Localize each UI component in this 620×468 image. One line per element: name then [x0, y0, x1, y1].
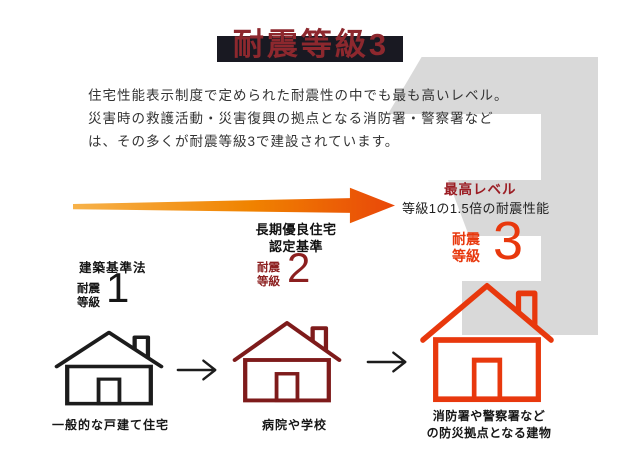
grade3-word-label: 耐震 等級 [452, 231, 480, 265]
intro-line-2: 災害時の救護活動・災害復興の拠点となる消防署・警察署など [88, 111, 494, 126]
house-icon-grade2 [230, 317, 344, 403]
grade3-caption-line2: の防災拠点となる建物 [426, 426, 552, 440]
right-arrow-icon-2 [366, 348, 408, 376]
grade2-word-top: 耐震 [257, 262, 280, 274]
grade1-word-top: 耐震 [77, 283, 100, 295]
grade3-word-top: 耐震 [452, 231, 480, 247]
house-icon-grade3 [417, 277, 557, 403]
background-numeral-3-middle-bar [448, 180, 598, 236]
right-arrow-icon-1 [176, 356, 218, 384]
grade3-caption: 消防署や警察署など の防災拠点となる建物 [404, 408, 574, 442]
title-band [217, 36, 403, 62]
performance-description: 等級1の1.5倍の耐震性能 [402, 201, 550, 216]
grade2-standard-line1: 長期優良住宅 [255, 222, 337, 237]
grade1-word-bottom: 等級 [77, 297, 100, 309]
grade3-caption-line1: 消防署や警察署など [432, 409, 546, 423]
grade1-number: 1 [106, 264, 130, 311]
intro-paragraph: 住宅性能表示制度で定められた耐震性の中でも最も高いレベル。 災害時の救護活動・災… [88, 84, 509, 153]
grade3-number: 3 [493, 211, 524, 271]
grade2-caption: 病院や学校 [261, 418, 327, 432]
page-title: 耐震等級3 [232, 27, 390, 62]
grade1-caption: 一般的な戸建て住宅 [51, 418, 169, 432]
grade1-standard-label: 建築基準法 [79, 261, 147, 275]
grade2-number: 2 [287, 244, 311, 291]
intro-line-1: 住宅性能表示制度で定められた耐震性の中でも最も高いレベル。 [88, 88, 509, 103]
grade2-word-bottom: 等級 [257, 276, 280, 288]
house-icon-grade1 [52, 327, 166, 406]
grade2-standard-line2: 認定基準 [268, 239, 323, 254]
grade2-word-label: 耐震 等級 [257, 261, 280, 289]
intro-line-3: は、その多くが耐震等級3で建設されています。 [88, 134, 400, 149]
gradient-arrow [73, 187, 395, 224]
grade3-word-bottom: 等級 [452, 248, 480, 264]
grade2-standard-label: 長期優良住宅 認定基準 [239, 221, 353, 255]
grade1-word-label: 耐震 等級 [77, 282, 100, 310]
highest-level-label: 最高レベル [444, 182, 517, 197]
